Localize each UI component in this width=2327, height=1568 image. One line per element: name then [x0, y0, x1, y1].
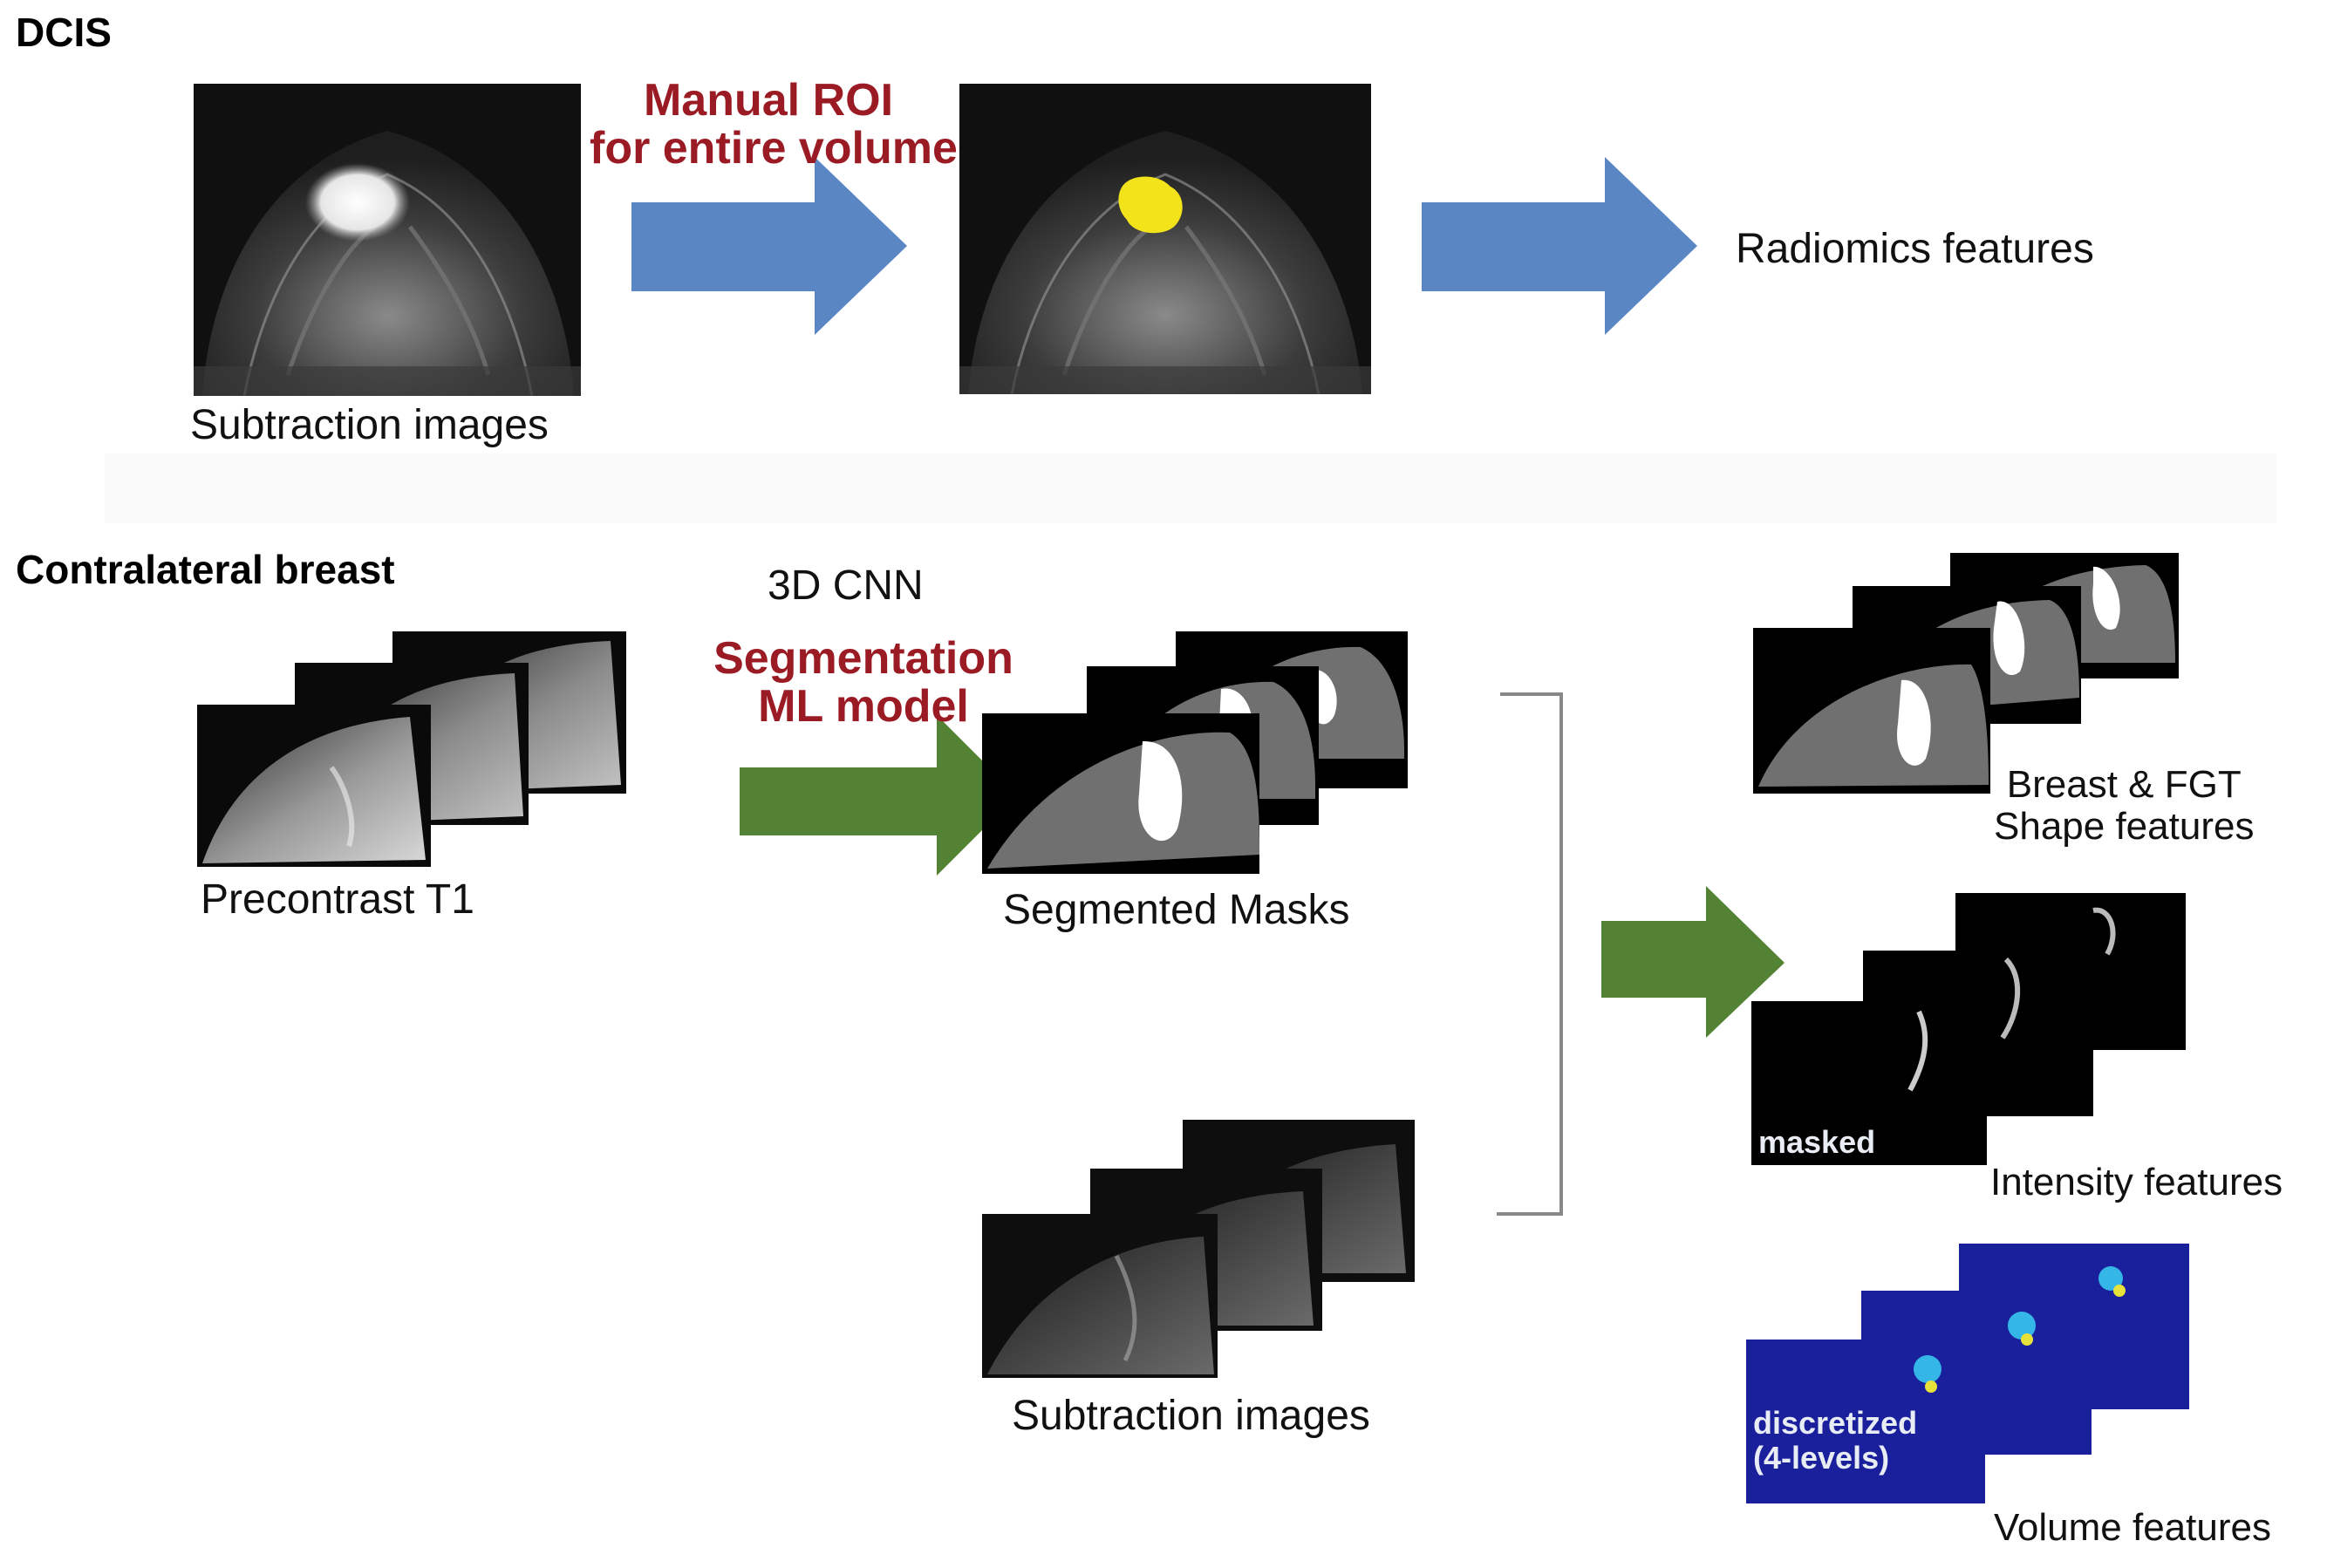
- discretized-line1: discretized: [1753, 1405, 1918, 1441]
- merge-bracket: [1497, 692, 1563, 1216]
- roi-label-line2: for entire volume: [590, 122, 958, 174]
- segmented-masks-stack: [982, 631, 1408, 874]
- roi-label-line1: Manual ROI: [643, 75, 894, 126]
- discretized-line2: (4-levels): [1753, 1439, 1890, 1476]
- cnn-label: 3D CNN: [768, 562, 924, 609]
- model-label: Segmentation ML model: [689, 635, 1038, 730]
- roi-segmentation: [1118, 176, 1183, 234]
- model-label-line1: Segmentation: [713, 633, 1013, 684]
- dcis-subtraction-caption: Subtraction images: [190, 402, 549, 448]
- shape-features-line1: Breast & FGT: [2006, 763, 2242, 806]
- green-arrow-segmentation: [740, 715, 1017, 876]
- shape-features-stack: [1753, 553, 2179, 794]
- volume-features-label: Volume features: [1994, 1506, 2271, 1549]
- precontrast-t1-stack: [197, 631, 626, 867]
- intensity-features-stack: [1751, 893, 2186, 1165]
- shape-features-label: Breast & FGT Shape features: [1994, 763, 2255, 849]
- dcis-roi-image: [959, 84, 1371, 395]
- blue-arrow-1: [631, 157, 907, 335]
- dcis-title: DCIS: [16, 10, 112, 55]
- masked-overlay-text: masked: [1758, 1124, 1876, 1160]
- masks-caption: Segmented Masks: [1003, 887, 1350, 933]
- contralateral-title: Contralateral breast: [16, 547, 395, 592]
- contralateral-subtraction-caption: Subtraction images: [1012, 1393, 1370, 1439]
- intensity-features-label: Intensity features: [1990, 1161, 2283, 1203]
- volume-features-stack: [1746, 1244, 2189, 1503]
- blue-arrow-2: [1422, 157, 1697, 335]
- discretized-overlay-text: discretized (4-levels): [1753, 1406, 1917, 1475]
- dcis-subtraction-image: [194, 84, 581, 397]
- precontrast-caption: Precontrast T1: [201, 876, 474, 923]
- green-arrow-features: [1601, 886, 1784, 1038]
- radiomics-features-label: Radiomics features: [1736, 226, 2094, 272]
- shape-features-line2: Shape features: [1994, 805, 2255, 849]
- contralateral-subtraction-stack: [982, 1120, 1415, 1378]
- model-label-line2: ML model: [758, 680, 969, 732]
- roi-label: Manual ROI for entire volume: [590, 75, 958, 174]
